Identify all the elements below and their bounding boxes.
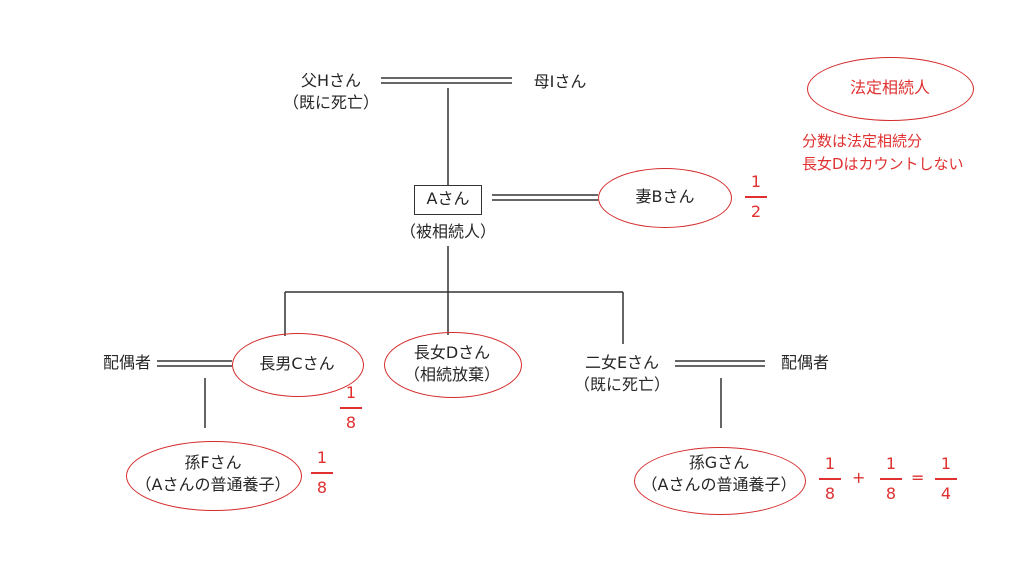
share-fraction-son-c: 1 8 xyxy=(339,383,363,433)
spouse-left-name: 配偶者 xyxy=(102,353,151,372)
fraction-bar xyxy=(311,472,333,474)
fraction-denominator: 8 xyxy=(345,412,357,432)
fraction-denominator: 8 xyxy=(824,483,836,503)
fraction-numerator: 1 xyxy=(345,383,357,402)
fraction-bar xyxy=(880,478,902,480)
share-fraction-grandchild-g-result: 1 4 xyxy=(934,454,958,504)
fraction-bar xyxy=(935,478,957,480)
fraction-bar xyxy=(745,196,767,198)
plus-sign: + xyxy=(852,468,866,487)
heir-oval-son-c xyxy=(232,333,364,397)
fraction-denominator: 2 xyxy=(750,201,762,221)
fraction-bar xyxy=(340,407,362,409)
legend-note-line2: 長女Dはカウントしない xyxy=(802,155,964,173)
spouse-right-name: 配偶者 xyxy=(780,353,829,372)
fraction-denominator: 8 xyxy=(316,477,328,497)
legend-oval xyxy=(807,57,974,121)
decedent-a-role: （被相続人） xyxy=(399,222,496,241)
grandchild-g-name: 孫Gさん xyxy=(688,453,750,472)
fraction-bar xyxy=(819,478,841,480)
mother-i-name: 母Iさん xyxy=(533,72,587,91)
daughter-d-status: （相続放棄） xyxy=(403,365,500,384)
son-c-name: 長男Cさん xyxy=(259,354,335,373)
share-fraction-grandchild-f: 1 8 xyxy=(310,448,334,498)
daughter-e-status: （既に死亡） xyxy=(573,375,670,394)
daughter-d-name: 長女Dさん xyxy=(413,343,491,362)
wife-b-name: 妻Bさん xyxy=(635,187,695,206)
fraction-numerator: 1 xyxy=(885,454,897,473)
heir-oval-wife-b xyxy=(598,168,732,228)
father-h-status: （既に死亡） xyxy=(282,93,379,112)
grandchild-g-status: （Aさんの普通養子） xyxy=(641,475,797,494)
fraction-denominator: 8 xyxy=(885,483,897,503)
legend-label: 法定相続人 xyxy=(849,78,930,97)
decedent-box xyxy=(414,185,482,215)
grandchild-f-name: 孫Fさん xyxy=(184,453,242,472)
grandchild-g-node: 孫Gさん （Aさんの普通養子） xyxy=(628,452,810,496)
daughter-e-node: 二女Eさん （既に死亡） xyxy=(566,352,678,396)
equals-sign: = xyxy=(911,468,925,487)
share-fraction-wife: 1 2 xyxy=(744,172,768,222)
legend-note-line1: 分数は法定相続分 xyxy=(802,132,923,150)
daughter-e-name: 二女Eさん xyxy=(584,353,660,372)
decedent-a-name: Aさん xyxy=(426,189,470,208)
daughter-d-node: 長女Dさん （相続放棄） xyxy=(384,342,520,386)
fraction-numerator: 1 xyxy=(940,454,952,473)
heir-oval-grandchild-f xyxy=(126,441,302,511)
grandchild-f-status: （Aさんの普通養子） xyxy=(135,475,291,494)
share-fraction-grandchild-g-term2: 1 8 xyxy=(879,454,903,504)
fraction-numerator: 1 xyxy=(750,172,762,191)
fraction-denominator: 4 xyxy=(940,483,952,503)
share-fraction-grandchild-g-term1: 1 8 xyxy=(818,454,842,504)
father-h-name: 父Hさん xyxy=(300,71,362,90)
grandchild-f-node: 孫Fさん （Aさんの普通養子） xyxy=(118,452,308,496)
oval-daughter-d xyxy=(384,332,522,398)
father-h-node: 父Hさん （既に死亡） xyxy=(276,70,386,114)
fraction-numerator: 1 xyxy=(316,448,328,467)
heir-oval-grandchild-g xyxy=(634,447,806,515)
fraction-numerator: 1 xyxy=(824,454,836,473)
